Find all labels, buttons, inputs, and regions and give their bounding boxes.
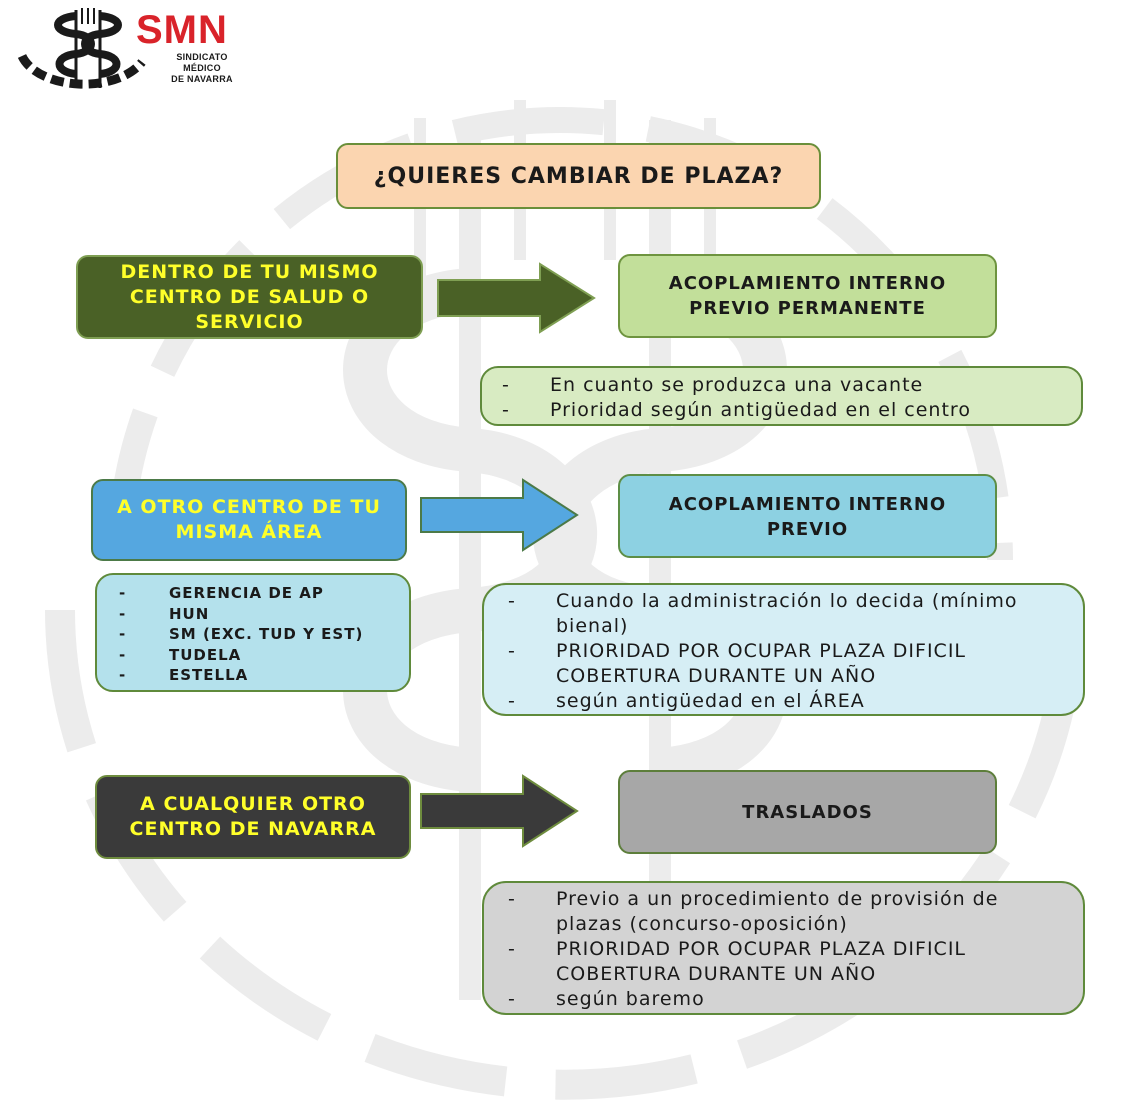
list-item: PRIORIDAD POR OCUPAR PLAZA DIFICIL COBER… [508,937,1063,987]
logo-subtitle: SINDICATO MÉDICO DE NAVARRA [171,52,233,84]
list-item: PRIORIDAD POR OCUPAR PLAZA DIFICIL COBER… [508,639,1063,689]
list-item: SM (EXC. TUD Y EST) [119,624,395,645]
list-item: según baremo [508,987,1063,1012]
notes-same-area: Cuando la administración lo decida (míni… [482,583,1085,716]
list-item: GERENCIA DE AP [119,583,395,604]
list-item: ESTELLA [119,665,395,686]
arrow-right-icon [437,262,596,334]
option-same-center: DENTRO DE TU MISMO CENTRO DE SALUD O SER… [76,255,423,339]
option-any-center: A CUALQUIER OTRO CENTRO DE NAVARRA [95,775,411,859]
notes-any-center: Previo a un procedimiento de provisión d… [482,881,1085,1015]
list-item: Previo a un procedimiento de provisión d… [508,887,1063,937]
arrow-right-icon [420,774,579,848]
notes-same-center: En cuanto se produzca una vacante Priori… [480,366,1083,426]
arrow-right-icon [420,478,579,552]
option-same-area: A OTRO CENTRO DE TU MISMA ÁREA [91,479,407,561]
result-acoplamiento-permanente: ACOPLAMIENTO INTERNO PREVIO PERMANENTE [618,254,997,338]
list-item: TUDELA [119,645,395,666]
logo-title: SMN [136,8,228,52]
list-item: En cuanto se produzca una vacante [502,373,1067,398]
area-list: GERENCIA DE AP HUN SM (EXC. TUD Y EST) T… [95,573,411,692]
list-item: Prioridad según antigüedad en el centro [502,398,1067,423]
list-item: HUN [119,604,395,625]
list-item: Cuando la administración lo decida (míni… [508,589,1063,639]
page-title: ¿QUIERES CAMBIAR DE PLAZA? [336,143,821,209]
smn-logo: SMN SINDICATO MÉDICO DE NAVARRA [14,4,254,96]
caduceus-gear-icon [17,8,146,89]
list-item: según antigüedad en el ÁREA [508,689,1063,714]
result-acoplamiento-previo: ACOPLAMIENTO INTERNO PREVIO [618,474,997,558]
result-traslados: TRASLADOS [618,770,997,854]
